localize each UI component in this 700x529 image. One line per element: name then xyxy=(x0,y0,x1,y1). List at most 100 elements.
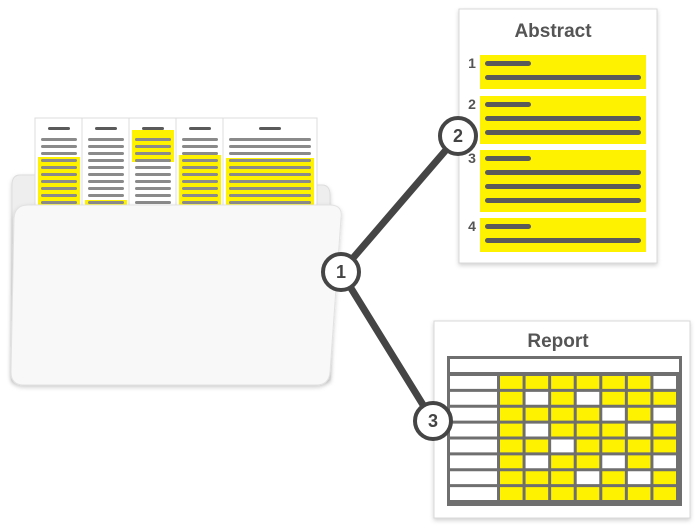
abstract-item: 4 xyxy=(468,218,646,252)
report-row-label-cell xyxy=(450,407,497,421)
abstract-item-text-line xyxy=(485,238,641,243)
document-text-line xyxy=(182,138,218,141)
folder-document xyxy=(222,117,318,214)
report-row-label-cell xyxy=(450,455,497,469)
document-text-line xyxy=(41,159,77,162)
connector-1-3 xyxy=(337,268,437,425)
document-text-line xyxy=(229,173,311,176)
report-row xyxy=(450,439,676,453)
node-1-label: 1 xyxy=(336,262,346,282)
report-cell xyxy=(525,391,549,405)
report-cell-highlighted xyxy=(576,455,600,469)
document-text-line xyxy=(135,145,171,148)
report-cell-highlighted xyxy=(602,376,625,389)
document-text-line xyxy=(182,159,218,162)
abstract-item-number: 1 xyxy=(468,55,476,71)
node-1: 1 xyxy=(321,252,361,292)
document-title-line xyxy=(189,127,211,130)
connectors xyxy=(337,132,462,425)
report-row-label-cell xyxy=(450,439,497,453)
report-row-label-cell xyxy=(450,391,497,405)
document-text-line xyxy=(229,152,311,155)
report-cell-highlighted xyxy=(602,423,625,437)
report-cell-highlighted xyxy=(576,487,600,500)
report-header-row xyxy=(450,359,679,372)
abstract-item-highlight xyxy=(480,218,646,252)
abstract-item-text-line xyxy=(485,198,641,203)
report-cell-highlighted xyxy=(500,423,523,437)
report-cell-highlighted xyxy=(500,391,523,405)
document-text-line xyxy=(135,180,171,183)
report-cell-highlighted xyxy=(627,376,651,389)
report-cell xyxy=(576,391,600,405)
document-text-line xyxy=(135,187,171,190)
report-cell xyxy=(653,455,676,469)
document-text-line xyxy=(41,194,77,197)
report-row-label-cell xyxy=(450,487,497,500)
report-cell-highlighted xyxy=(576,407,600,421)
report-row xyxy=(450,376,676,389)
report-cell-highlighted xyxy=(551,407,574,421)
abstract-item: 3 xyxy=(468,150,646,212)
abstract-item-number: 4 xyxy=(468,218,476,234)
report-row xyxy=(450,455,676,469)
node-2-label: 2 xyxy=(453,126,463,146)
report-cell-highlighted xyxy=(525,376,549,389)
report-cell-highlighted xyxy=(525,487,549,500)
report-cell xyxy=(576,471,600,485)
document-text-line xyxy=(229,166,311,169)
folder-document xyxy=(34,117,84,214)
report-cell xyxy=(602,455,625,469)
document-text-line xyxy=(229,145,311,148)
report-cell xyxy=(602,407,625,421)
report-cell xyxy=(525,455,549,469)
report-row xyxy=(450,471,676,485)
document-page xyxy=(81,117,131,214)
node-3-circle xyxy=(413,401,453,441)
document-text-line xyxy=(182,180,218,183)
document-text-line xyxy=(135,201,171,204)
abstract-item-number: 2 xyxy=(468,96,476,112)
document-text-line xyxy=(182,194,218,197)
report-row xyxy=(450,391,676,405)
document-text-line xyxy=(182,152,218,155)
report-cell-highlighted xyxy=(627,487,651,500)
document-title-line xyxy=(95,127,117,130)
report-cell-highlighted xyxy=(551,376,574,389)
report-cell-highlighted xyxy=(602,391,625,405)
abstract-item-text-line xyxy=(485,116,641,121)
report-cell-highlighted xyxy=(627,439,651,453)
folder-document xyxy=(81,117,131,214)
document-text-line xyxy=(229,159,311,162)
report-cell-highlighted xyxy=(500,407,523,421)
abstract-item-heading-line xyxy=(485,61,531,66)
document-text-line xyxy=(41,145,77,148)
abstract-item: 2 xyxy=(468,96,646,144)
report-cell-highlighted xyxy=(576,423,600,437)
abstract-item-heading-line xyxy=(485,224,531,229)
report-cell-highlighted xyxy=(500,487,523,500)
abstract-item-heading-line xyxy=(485,102,531,107)
node-1-circle xyxy=(321,252,361,292)
document-text-line xyxy=(88,145,124,148)
document-text-line xyxy=(229,201,311,204)
document-text-line xyxy=(88,173,124,176)
node-3: 3 xyxy=(413,401,453,441)
document-text-line xyxy=(135,152,171,155)
report-row-label-cell xyxy=(450,471,497,485)
document-text-line xyxy=(88,159,124,162)
node-2-circle xyxy=(438,116,478,156)
report-cell xyxy=(525,423,549,437)
document-text-line xyxy=(41,201,77,204)
report-cell-highlighted xyxy=(500,471,523,485)
abstract-item-text-line xyxy=(485,184,641,189)
document-text-line xyxy=(135,166,171,169)
report-cell-highlighted xyxy=(653,471,676,485)
report-row xyxy=(450,487,676,500)
folder-document xyxy=(128,117,178,214)
report-table xyxy=(447,356,682,506)
report-cell-highlighted xyxy=(653,439,676,453)
report-cell-highlighted xyxy=(500,439,523,453)
